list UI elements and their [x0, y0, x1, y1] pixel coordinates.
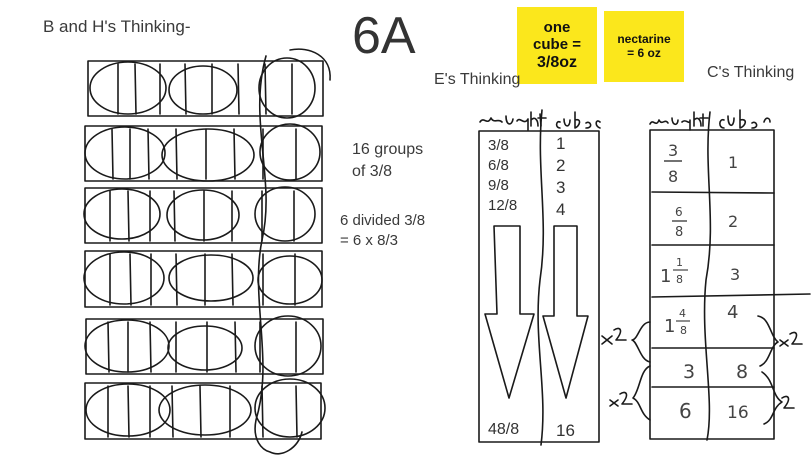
e-divider [537, 109, 545, 446]
c-row-1-weight-num: 3 [668, 141, 678, 160]
bar-rect [87, 60, 324, 117]
bar-rect [84, 382, 322, 440]
c-row-1-weight-den: 8 [668, 167, 678, 186]
c-table [649, 129, 775, 440]
bar-rect [84, 125, 323, 182]
bar-rect [84, 250, 323, 308]
c-row-4-cubes: 4 [727, 302, 738, 323]
e-cubes-cell: 4 [556, 200, 566, 219]
sticky-note-nectarine: nectarine = 6 oz [604, 11, 684, 82]
c-row-5-weight: 3 [683, 361, 695, 383]
sticky-cube-line1: one [543, 19, 571, 37]
bh-note-divide-line2: = 6 x 8/3 [340, 232, 398, 249]
e-table [478, 130, 600, 443]
e-weight-cell: 3/8 [488, 137, 509, 154]
bh-note-divide: 6 divided 3/8 = 6 x 8/3 [340, 211, 425, 251]
e-final-weight: 48/8 [488, 421, 520, 438]
sticky-note-cube: one cube = 3/8oz [517, 7, 597, 84]
c-row-5-cubes: 8 [736, 361, 748, 383]
c-row-4-den: 8 [680, 324, 687, 337]
c-row-4-whole: 1 [664, 316, 675, 337]
c-row-2-cubes: 2 [728, 212, 738, 231]
bh-note-groups: 16 groups of 3/8 [352, 139, 423, 183]
e-weight-cell: 9/8 [488, 177, 509, 194]
c-row-4-num: 4 [679, 307, 686, 320]
e-final-cubes: 16 [556, 421, 575, 440]
e-heading: E's Thinking [434, 71, 521, 88]
bh-note-divide-line1: 6 divided 3/8 [340, 212, 426, 229]
e-weights-column: 3/8 6/8 9/8 12/8 [488, 136, 517, 216]
bh-note-groups-line2: of 3/8 [352, 163, 393, 180]
sticky-cube-line3: 3/8oz [536, 53, 577, 71]
e-cubes-cell: 2 [556, 156, 566, 175]
sticky-nectarine-line2: = 6 oz [627, 45, 661, 60]
c-row-3-num: 1 [676, 256, 683, 269]
c-row-3-whole: 1 [660, 266, 671, 287]
e-cubes-cell: 3 [556, 178, 566, 197]
e-weight-cell: 6/8 [488, 157, 509, 174]
bh-heading: B and H's Thinking- [43, 17, 191, 36]
bar-rect [85, 318, 324, 375]
c-row-2-weight-num: 6 [675, 205, 683, 219]
c-row-6-weight: 6 [679, 399, 692, 423]
c-row-3-cubes: 3 [730, 265, 740, 284]
c-row-2-weight-den: 8 [675, 225, 683, 240]
bar-rect [84, 187, 323, 244]
c-row-1-cubes: 1 [728, 153, 738, 172]
page-title: 6A [352, 7, 416, 65]
c-heading: C's Thinking [707, 64, 795, 81]
c-row-3-den: 8 [676, 273, 683, 286]
bh-note-groups-line1: 16 groups [352, 141, 424, 158]
e-cubes-cell: 1 [556, 134, 566, 153]
e-weight-cell: 12/8 [488, 197, 518, 214]
c-row-6-cubes: 16 [727, 403, 749, 423]
sticky-nectarine-line1: nectarine [617, 31, 671, 46]
e-cubes-column: 1 2 3 4 [556, 133, 565, 221]
sticky-cube-line2: cube = [533, 36, 581, 54]
